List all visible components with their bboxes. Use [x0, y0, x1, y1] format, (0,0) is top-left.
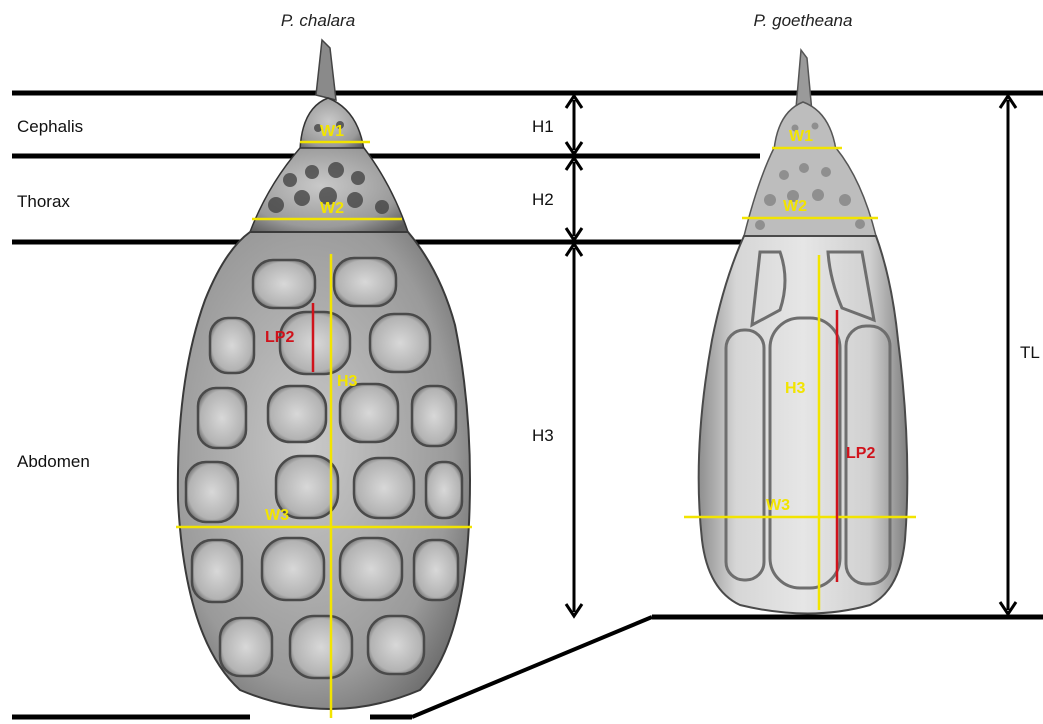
goetheana-lp2-label: LP2 [846, 445, 875, 462]
chalara-apical-horn [316, 40, 336, 100]
region-label-thorax: Thorax [17, 192, 70, 211]
goetheana-abdomen [699, 236, 908, 614]
species-title-goetheana: P. goetheana [754, 11, 853, 30]
goetheana-w3-label: W3 [766, 497, 790, 514]
goetheana-h3-label: H3 [785, 380, 806, 397]
region-label-cephalis: Cephalis [17, 117, 83, 136]
goetheana-w2-label: W2 [783, 198, 807, 215]
dimension-label-h2: H2 [532, 190, 554, 209]
chalara-lp2-label: LP2 [265, 329, 294, 346]
chalara-w1-label: W1 [320, 123, 344, 140]
chalara-w2-label: W2 [320, 200, 344, 217]
dimension-label-tl: TL [1020, 343, 1040, 362]
dimension-label-h1: H1 [532, 117, 554, 136]
chalara-h3-label: H3 [337, 373, 358, 390]
specimen-goetheana: W1 W2 W3 H3 LP2 [684, 50, 916, 614]
goetheana-w1-label: W1 [789, 128, 813, 145]
chalara-w3-label: W3 [265, 507, 289, 524]
region-label-abdomen: Abdomen [17, 452, 90, 471]
species-title-chalara: P. chalara [281, 11, 355, 30]
dimension-label-h3: H3 [532, 426, 554, 445]
specimen-chalara: W1 W2 W3 H3 LP2 [176, 40, 472, 718]
